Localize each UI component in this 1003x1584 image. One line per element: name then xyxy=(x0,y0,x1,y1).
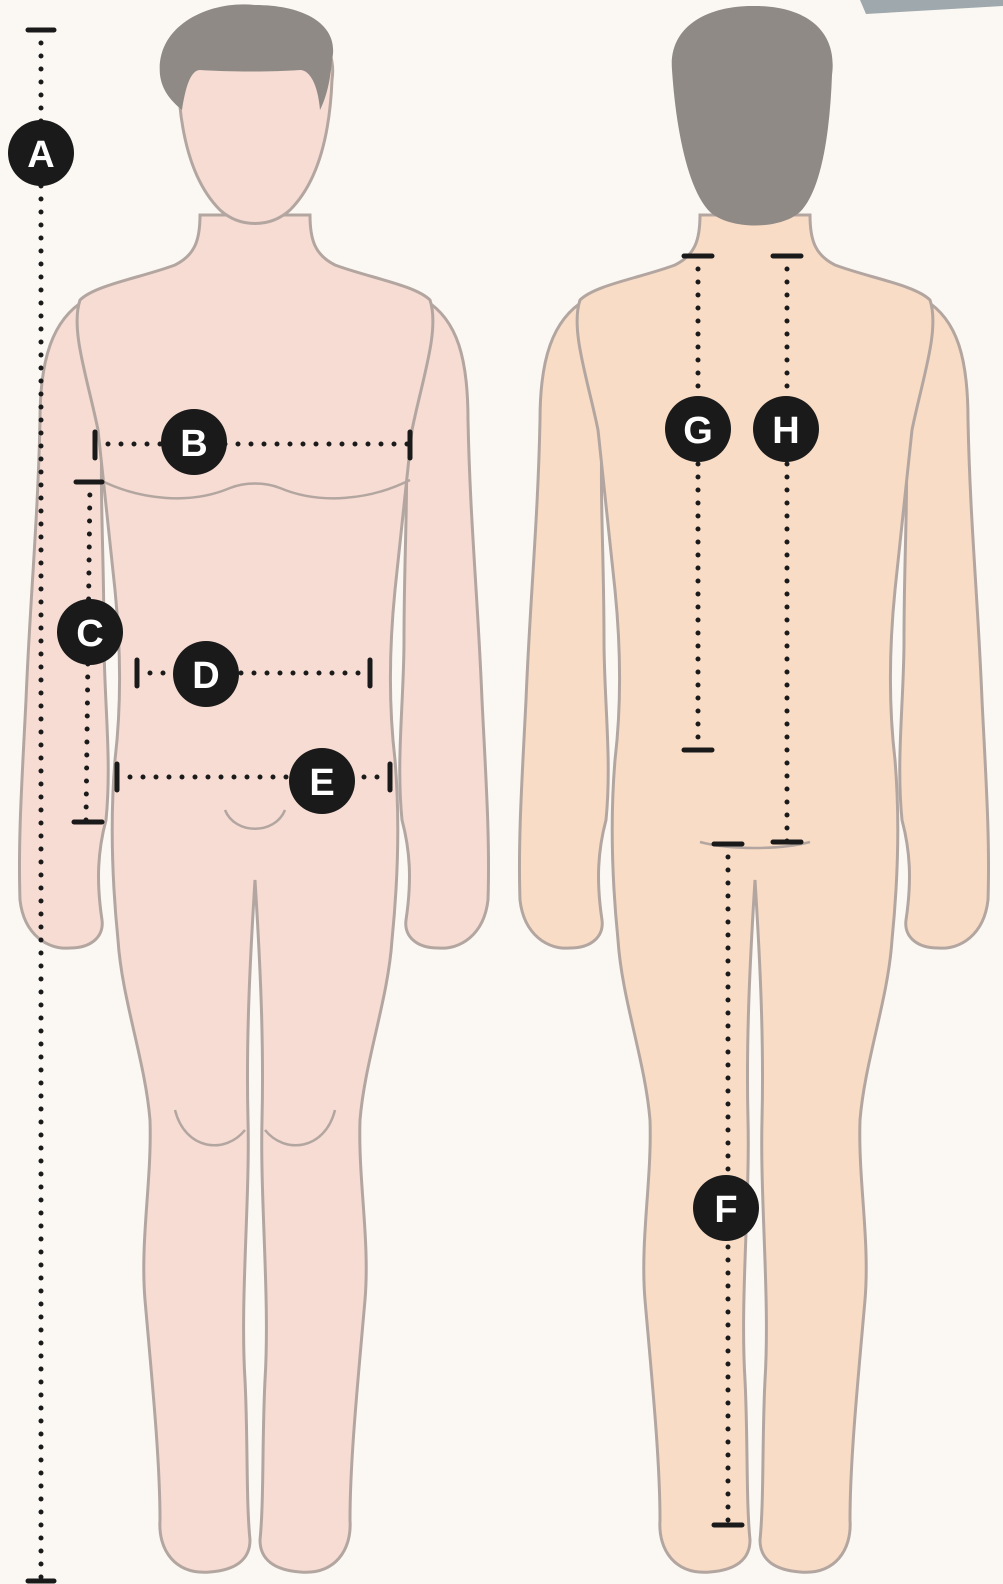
badge-a: A xyxy=(8,120,74,186)
label-h: H xyxy=(772,410,799,452)
badge-f: F xyxy=(693,1175,759,1241)
label-g: G xyxy=(683,410,713,452)
badge-g: G xyxy=(665,396,731,462)
badge-b: B xyxy=(161,409,227,475)
back-view xyxy=(519,6,988,1572)
label-f: F xyxy=(714,1189,737,1231)
label-b: B xyxy=(180,423,207,465)
badge-c: C xyxy=(57,599,123,665)
corner-strip xyxy=(860,0,1003,14)
back-head xyxy=(672,6,833,226)
front-body xyxy=(77,215,433,1572)
label-d: D xyxy=(192,655,219,697)
label-e: E xyxy=(309,762,334,804)
front-view xyxy=(19,4,488,1572)
label-c: C xyxy=(76,613,103,655)
badge-d: D xyxy=(173,641,239,707)
label-a: A xyxy=(27,134,54,176)
badge-h: H xyxy=(753,396,819,462)
badge-e: E xyxy=(289,748,355,814)
